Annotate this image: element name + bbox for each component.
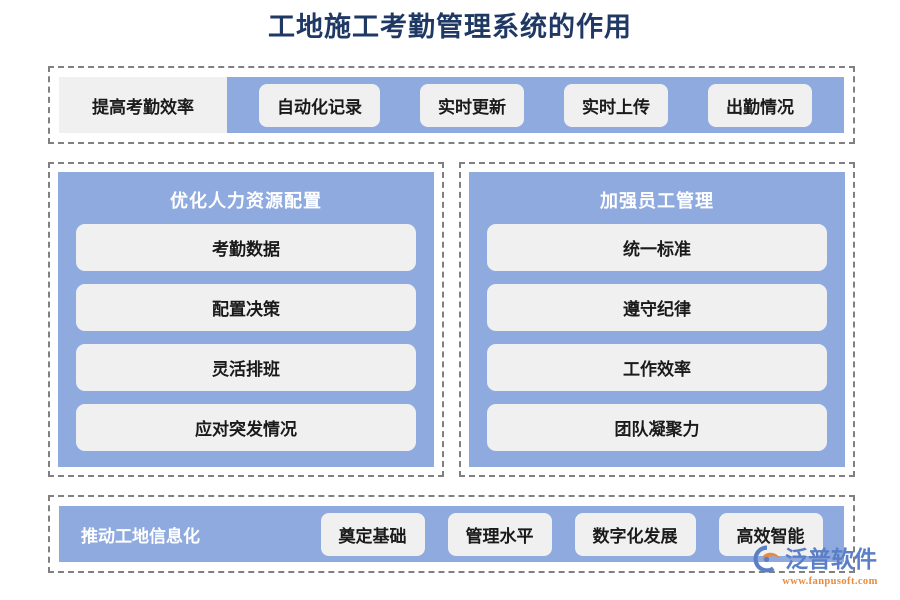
chip-management-level[interactable]: 管理水平	[447, 512, 552, 556]
section-top-chip-band: 自动化记录 实时更新 实时上传 出勤情况	[227, 77, 844, 133]
chip-realtime-upload[interactable]: 实时上传	[564, 83, 668, 127]
item-attendance-data[interactable]: 考勤数据	[76, 224, 416, 271]
section-bottom-label: 推动工地信息化	[81, 526, 200, 546]
section-top: 提高考勤效率 自动化记录 实时更新 实时上传 出勤情况	[48, 66, 855, 144]
item-work-efficiency[interactable]: 工作效率	[487, 344, 827, 391]
section-middle: 优化人力资源配置 考勤数据 配置决策 灵活排班 应对突发情况 加强员工管理 统一…	[48, 162, 855, 477]
section-middle-right: 加强员工管理 统一标准 遵守纪律 工作效率 团队凝聚力	[459, 162, 855, 477]
item-team-cohesion[interactable]: 团队凝聚力	[487, 404, 827, 451]
infographic-container: 提高考勤效率 自动化记录 实时更新 实时上传 出勤情况 优化人力资源配置 考勤数…	[48, 66, 855, 573]
item-allocation-decision[interactable]: 配置决策	[76, 284, 416, 331]
section-top-label: 提高考勤效率	[59, 77, 227, 133]
fanpusoft-logo: 泛普软件 www.fanpusoft.com	[752, 543, 892, 591]
chip-lay-foundation[interactable]: 奠定基础	[320, 512, 425, 556]
section-bottom: 推动工地信息化 奠定基础 管理水平 数字化发展 高效智能	[48, 495, 855, 573]
section-bottom-inner: 推动工地信息化 奠定基础 管理水平 数字化发展 高效智能	[59, 506, 844, 562]
item-emergency-response[interactable]: 应对突发情况	[76, 404, 416, 451]
panel-optimize-hr-heading: 优化人力资源配置	[170, 191, 322, 211]
section-top-inner: 提高考勤效率 自动化记录 实时更新 实时上传 出勤情况	[59, 77, 844, 133]
panel-optimize-hr: 优化人力资源配置 考勤数据 配置决策 灵活排班 应对突发情况	[58, 172, 434, 467]
panel-staff-management-heading: 加强员工管理	[600, 191, 714, 211]
page-title: 工地施工考勤管理系统的作用	[268, 12, 632, 42]
chip-realtime-update[interactable]: 实时更新	[420, 83, 524, 127]
item-discipline-compliance[interactable]: 遵守纪律	[487, 284, 827, 331]
panel-staff-management: 加强员工管理 统一标准 遵守纪律 工作效率 团队凝聚力	[469, 172, 845, 467]
chip-efficient-intelligence[interactable]: 高效智能	[718, 512, 823, 556]
fanpusoft-logo-text: 泛普软件	[785, 546, 877, 572]
section-middle-left: 优化人力资源配置 考勤数据 配置决策 灵活排班 应对突发情况	[48, 162, 444, 477]
chip-digital-development[interactable]: 数字化发展	[574, 512, 696, 556]
chip-automated-record[interactable]: 自动化记录	[259, 83, 380, 127]
chip-attendance-status[interactable]: 出勤情况	[708, 83, 812, 127]
fanpusoft-logo-url: www.fanpusoft.com	[782, 576, 878, 587]
section-bottom-chip-band: 奠定基础 管理水平 数字化发展 高效智能	[309, 512, 844, 556]
item-flexible-scheduling[interactable]: 灵活排班	[76, 344, 416, 391]
fanpusoft-logo-icon	[752, 544, 782, 574]
item-unified-standard[interactable]: 统一标准	[487, 224, 827, 271]
logo-row: 泛普软件	[752, 543, 892, 575]
